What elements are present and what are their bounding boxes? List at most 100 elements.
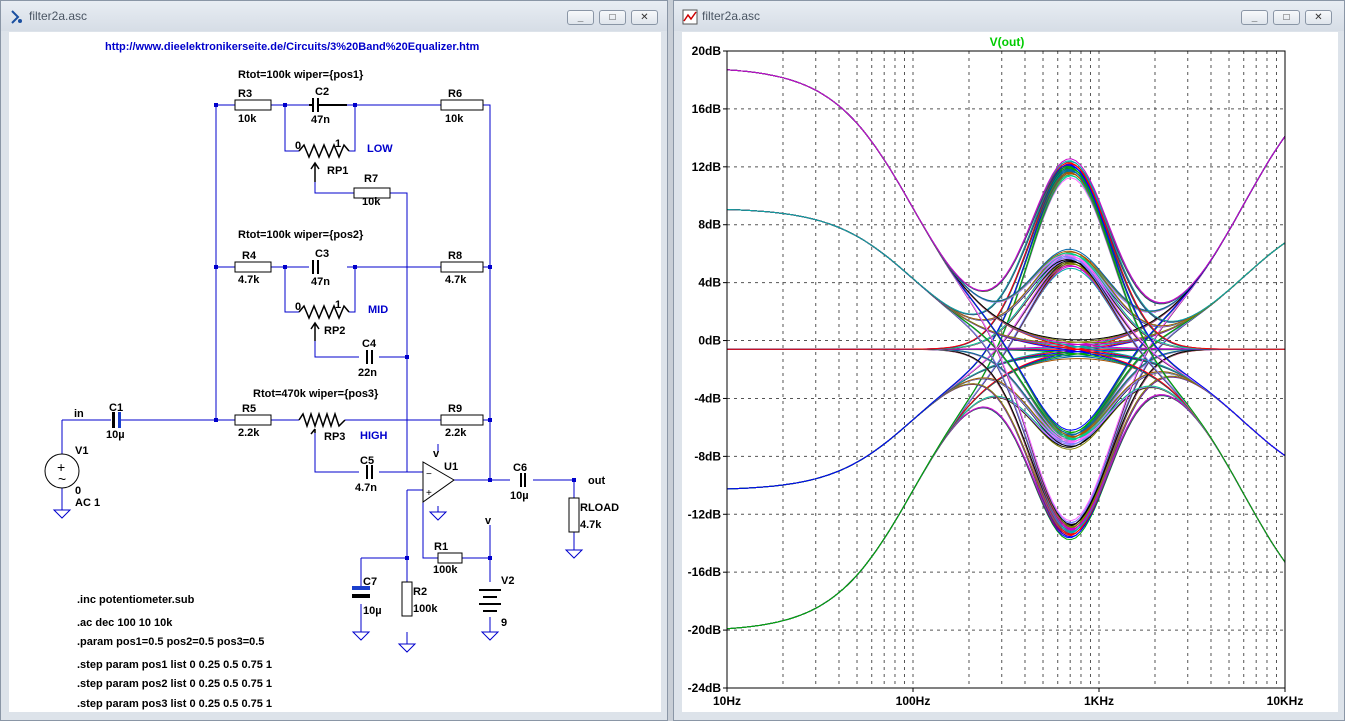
trace-series[interactable] — [726, 165, 1285, 350]
trace-series[interactable] — [726, 69, 1285, 350]
trace-series[interactable] — [727, 171, 1286, 563]
trace-series[interactable] — [726, 263, 1285, 630]
trace-series[interactable] — [726, 209, 1286, 436]
trace-series[interactable] — [727, 348, 1286, 563]
plot-maximize-button[interactable]: □ — [1273, 10, 1300, 25]
trace-series[interactable] — [727, 136, 1286, 437]
trace-series[interactable] — [727, 136, 1286, 350]
trace-series[interactable] — [726, 242, 1286, 490]
trace-series[interactable] — [726, 136, 1286, 630]
trace-series[interactable] — [726, 69, 1286, 563]
schematic-titlebar[interactable]: filter2a.asc _ □ ✕ — [1, 1, 667, 31]
trace-series[interactable] — [727, 348, 1286, 563]
trace-series[interactable] — [726, 348, 1285, 630]
maximize-button[interactable]: □ — [599, 10, 626, 25]
trace-series[interactable] — [726, 348, 1285, 630]
trace-series[interactable] — [726, 69, 1285, 350]
directive-0[interactable]: .inc potentiometer.sub — [77, 594, 195, 606]
trace-series[interactable] — [727, 136, 1286, 350]
trace-series[interactable] — [726, 136, 1286, 530]
trace-series[interactable] — [726, 69, 1286, 304]
trace-series[interactable] — [727, 136, 1286, 350]
trace-series[interactable] — [726, 69, 1286, 522]
plot-titlebar[interactable]: filter2a.asc _ □ ✕ — [674, 1, 1344, 31]
trace-series[interactable] — [726, 209, 1286, 526]
trace-series[interactable] — [726, 242, 1286, 490]
minimize-button[interactable]: _ — [567, 10, 594, 25]
trace-series[interactable] — [726, 69, 1286, 563]
trace-series[interactable] — [726, 136, 1286, 434]
trace-series[interactable] — [726, 372, 1286, 490]
trace-series[interactable] — [727, 348, 1286, 457]
trace-series[interactable] — [727, 242, 1286, 350]
trace-series[interactable] — [726, 169, 1286, 563]
schematic-canvas[interactable]: +~ −+ http://www.dieelektronikerseite.de… — [9, 32, 661, 712]
trace-series[interactable] — [726, 69, 1286, 524]
pot-high-params: Rtot=470k wiper={pos3} — [253, 388, 379, 400]
trace-series[interactable] — [726, 348, 1285, 630]
trace-series[interactable] — [726, 136, 1286, 315]
c1-value: 10µ — [106, 429, 125, 441]
trace-series[interactable] — [726, 136, 1286, 630]
trace-series[interactable] — [726, 69, 1285, 526]
directive-5[interactable]: .step param pos3 list 0 0.25 0.5 0.75 1 — [77, 698, 272, 710]
directive-1[interactable]: .ac dec 100 10 10k — [77, 617, 173, 629]
trace-series[interactable] — [726, 242, 1286, 490]
trace-series[interactable] — [726, 136, 1286, 630]
trace-series[interactable] — [726, 264, 1286, 563]
trace-series[interactable] — [726, 69, 1286, 563]
trace-series[interactable] — [726, 136, 1286, 630]
close-button[interactable]: ✕ — [631, 10, 658, 25]
trace-series[interactable] — [726, 163, 1286, 323]
trace-series[interactable] — [726, 69, 1285, 435]
trace-series[interactable] — [726, 265, 1286, 630]
trace-series[interactable] — [727, 242, 1286, 350]
trace-series[interactable] — [727, 262, 1286, 563]
trace-series[interactable] — [727, 348, 1285, 531]
trace-series[interactable] — [726, 69, 1286, 322]
bode-plot[interactable]: 20dB16dB12dB8dB4dB0dB-4dB-8dB-12dB-16dB-… — [682, 32, 1338, 712]
trace-series[interactable] — [726, 69, 1286, 563]
trace-series[interactable] — [727, 348, 1286, 533]
trace-series[interactable] — [726, 209, 1286, 457]
trace-series[interactable] — [726, 209, 1286, 530]
trace-series[interactable] — [726, 376, 1286, 630]
trace-series[interactable] — [726, 177, 1286, 630]
plot-minimize-button[interactable]: _ — [1241, 10, 1268, 25]
trace-series[interactable] — [726, 209, 1286, 457]
trace-series[interactable] — [726, 136, 1286, 321]
trace-series[interactable] — [726, 69, 1286, 563]
trace-series[interactable] — [727, 167, 1285, 350]
trace-series[interactable] — [726, 136, 1286, 524]
trace-series[interactable] — [726, 174, 1286, 563]
trace-series[interactable] — [727, 260, 1286, 457]
r2-name: R2 — [413, 586, 427, 598]
trace-series[interactable] — [726, 348, 1285, 534]
trace-series[interactable] — [726, 209, 1286, 457]
directive-2[interactable]: .param pos1=0.5 pos2=0.5 pos3=0.5 — [77, 636, 264, 648]
trace-series[interactable] — [727, 242, 1286, 439]
plot-close-button[interactable]: ✕ — [1305, 10, 1332, 25]
trace-series[interactable] — [726, 69, 1286, 433]
trace-series[interactable] — [727, 165, 1286, 350]
trace-series[interactable] — [726, 136, 1286, 630]
trace-series[interactable] — [726, 168, 1286, 490]
trace-series[interactable] — [726, 209, 1286, 327]
directive-3[interactable]: .step param pos1 list 0 0.25 0.5 0.75 1 — [77, 659, 272, 671]
schematic-window[interactable]: filter2a.asc _ □ ✕ — [0, 0, 668, 721]
trace-title[interactable]: V(out) — [990, 35, 1025, 49]
trace-series[interactable] — [726, 376, 1286, 536]
trace-series[interactable] — [726, 395, 1286, 630]
directive-4[interactable]: .step param pos2 list 0 0.25 0.5 0.75 1 — [77, 678, 272, 690]
trace-series[interactable] — [726, 175, 1286, 630]
trace-series[interactable] — [726, 378, 1286, 563]
trace-series[interactable] — [727, 136, 1286, 527]
trace-series[interactable] — [726, 173, 1285, 630]
schematic-url[interactable]: http://www.dieelektronikerseite.de/Circu… — [105, 41, 480, 53]
trace-series[interactable] — [726, 69, 1285, 350]
trace-series[interactable] — [727, 348, 1286, 563]
trace-series[interactable] — [727, 348, 1286, 457]
trace-series[interactable] — [726, 172, 1286, 490]
